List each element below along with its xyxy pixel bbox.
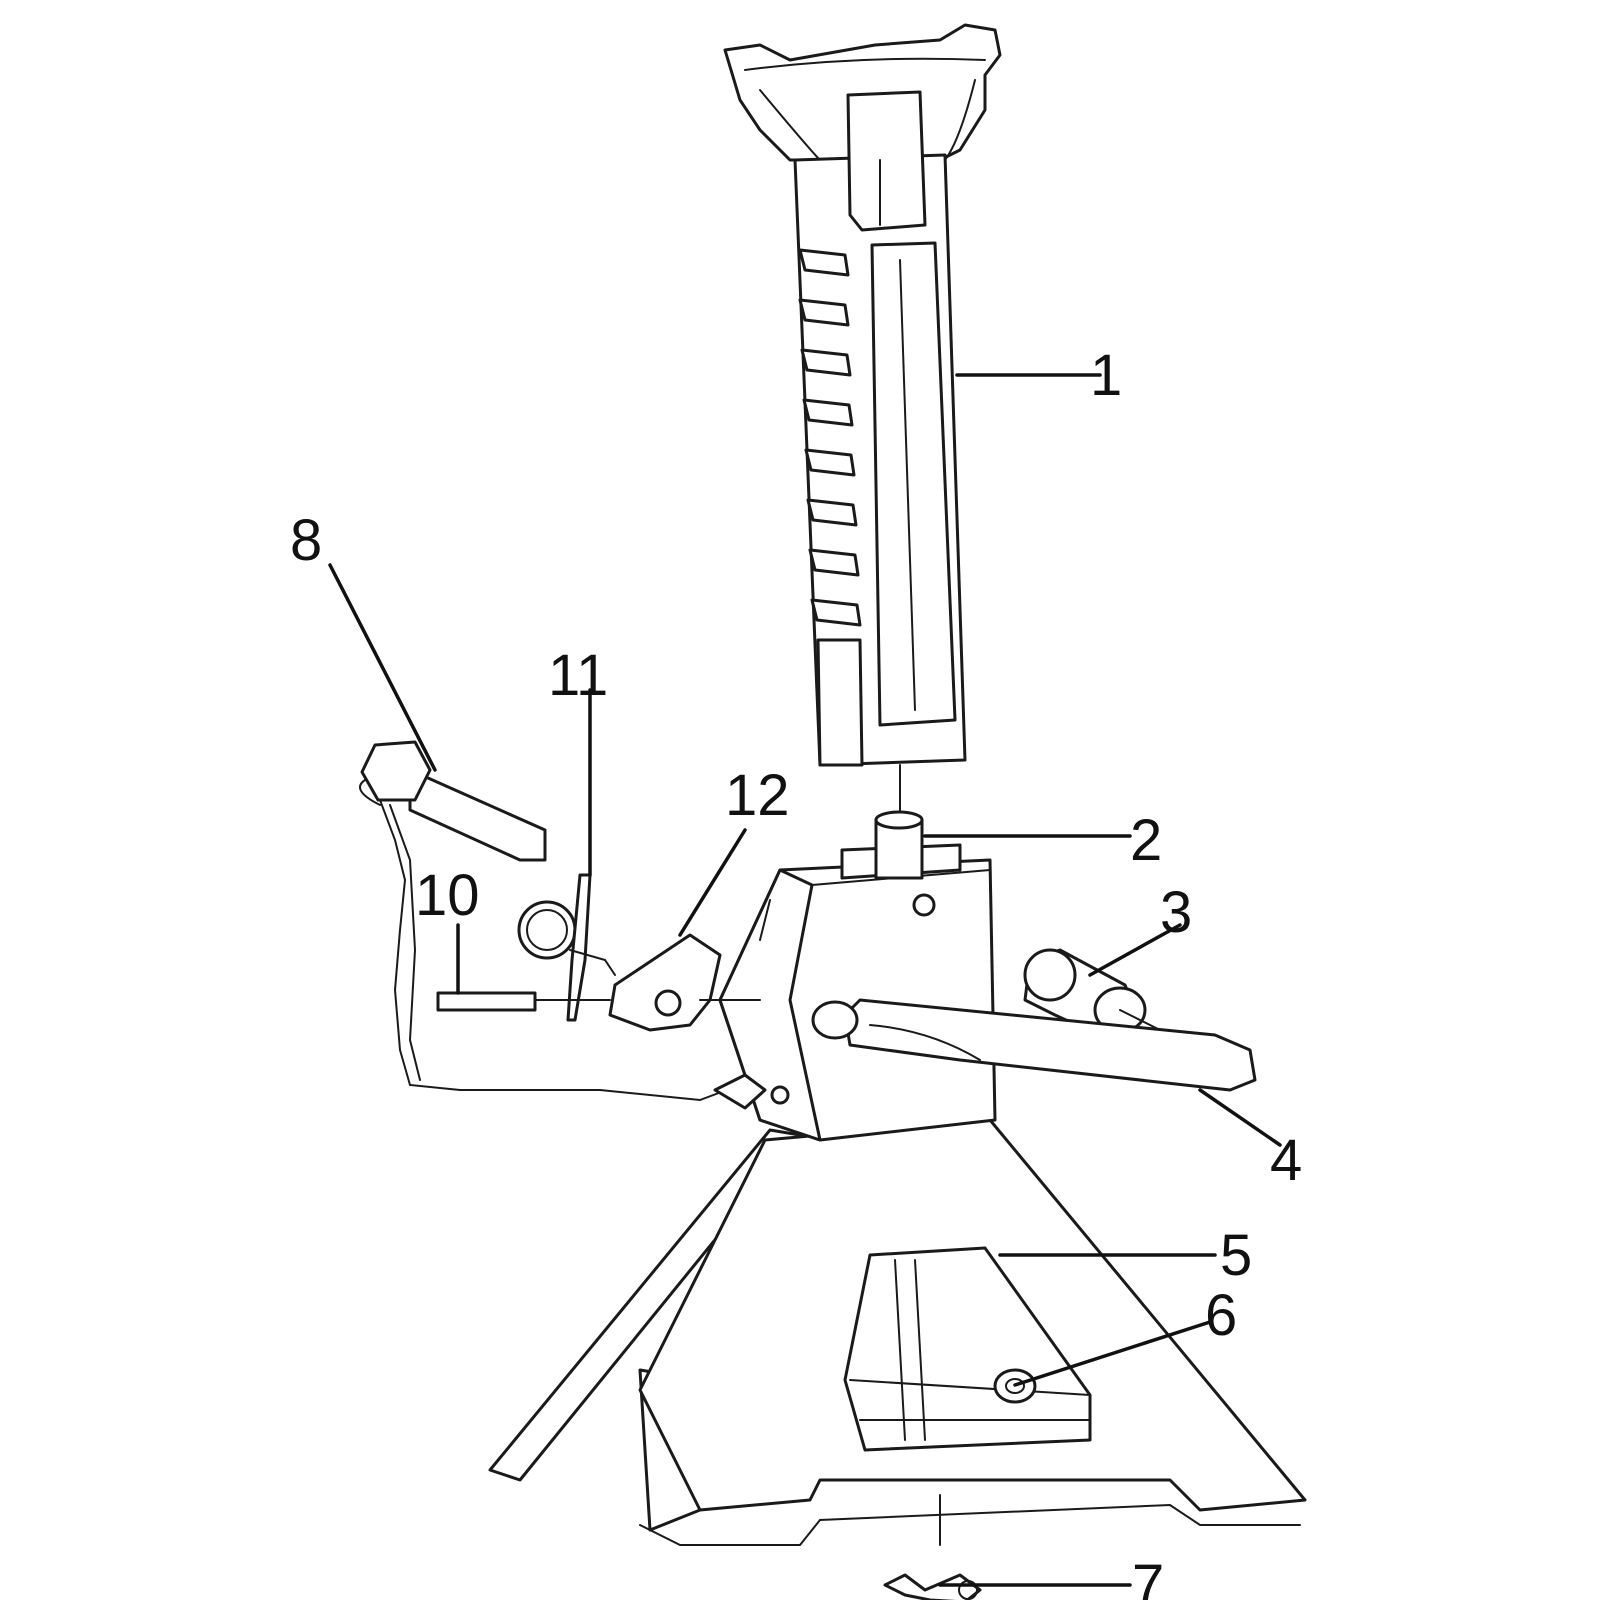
callout-3: 3 — [1160, 880, 1192, 945]
center-pin — [874, 764, 924, 880]
release-handle — [811, 998, 1257, 1092]
callout-4: 4 — [1270, 1128, 1302, 1193]
housing — [718, 843, 997, 1142]
bolt — [1023, 948, 1161, 1042]
spring — [517, 873, 616, 1022]
housing-rivet — [770, 1085, 790, 1105]
lock-bolt — [359, 740, 767, 1110]
pawl — [608, 933, 761, 1032]
callout-12: 12 — [725, 763, 790, 828]
callout-8: 8 — [290, 508, 322, 573]
leader-lines — [328, 373, 1282, 1587]
callout-7: 7 — [1132, 1553, 1164, 1600]
ratchet-column — [723, 23, 1002, 767]
clip — [883, 1573, 982, 1600]
base-frame — [488, 1118, 1307, 1546]
callout-2: 2 — [1130, 808, 1162, 873]
ratchet-teeth — [798, 248, 862, 627]
callout-1: 1 — [1090, 343, 1122, 408]
small-pin — [436, 991, 611, 1012]
callout-labels: 1 2 3 4 5 6 7 8 10 11 12 — [290, 343, 1302, 1600]
callout-11: 11 — [548, 643, 608, 708]
callout-10: 10 — [415, 863, 480, 928]
housing-bolt — [912, 893, 936, 917]
callout-5: 5 — [1220, 1223, 1252, 1288]
callout-6: 6 — [1205, 1283, 1237, 1348]
